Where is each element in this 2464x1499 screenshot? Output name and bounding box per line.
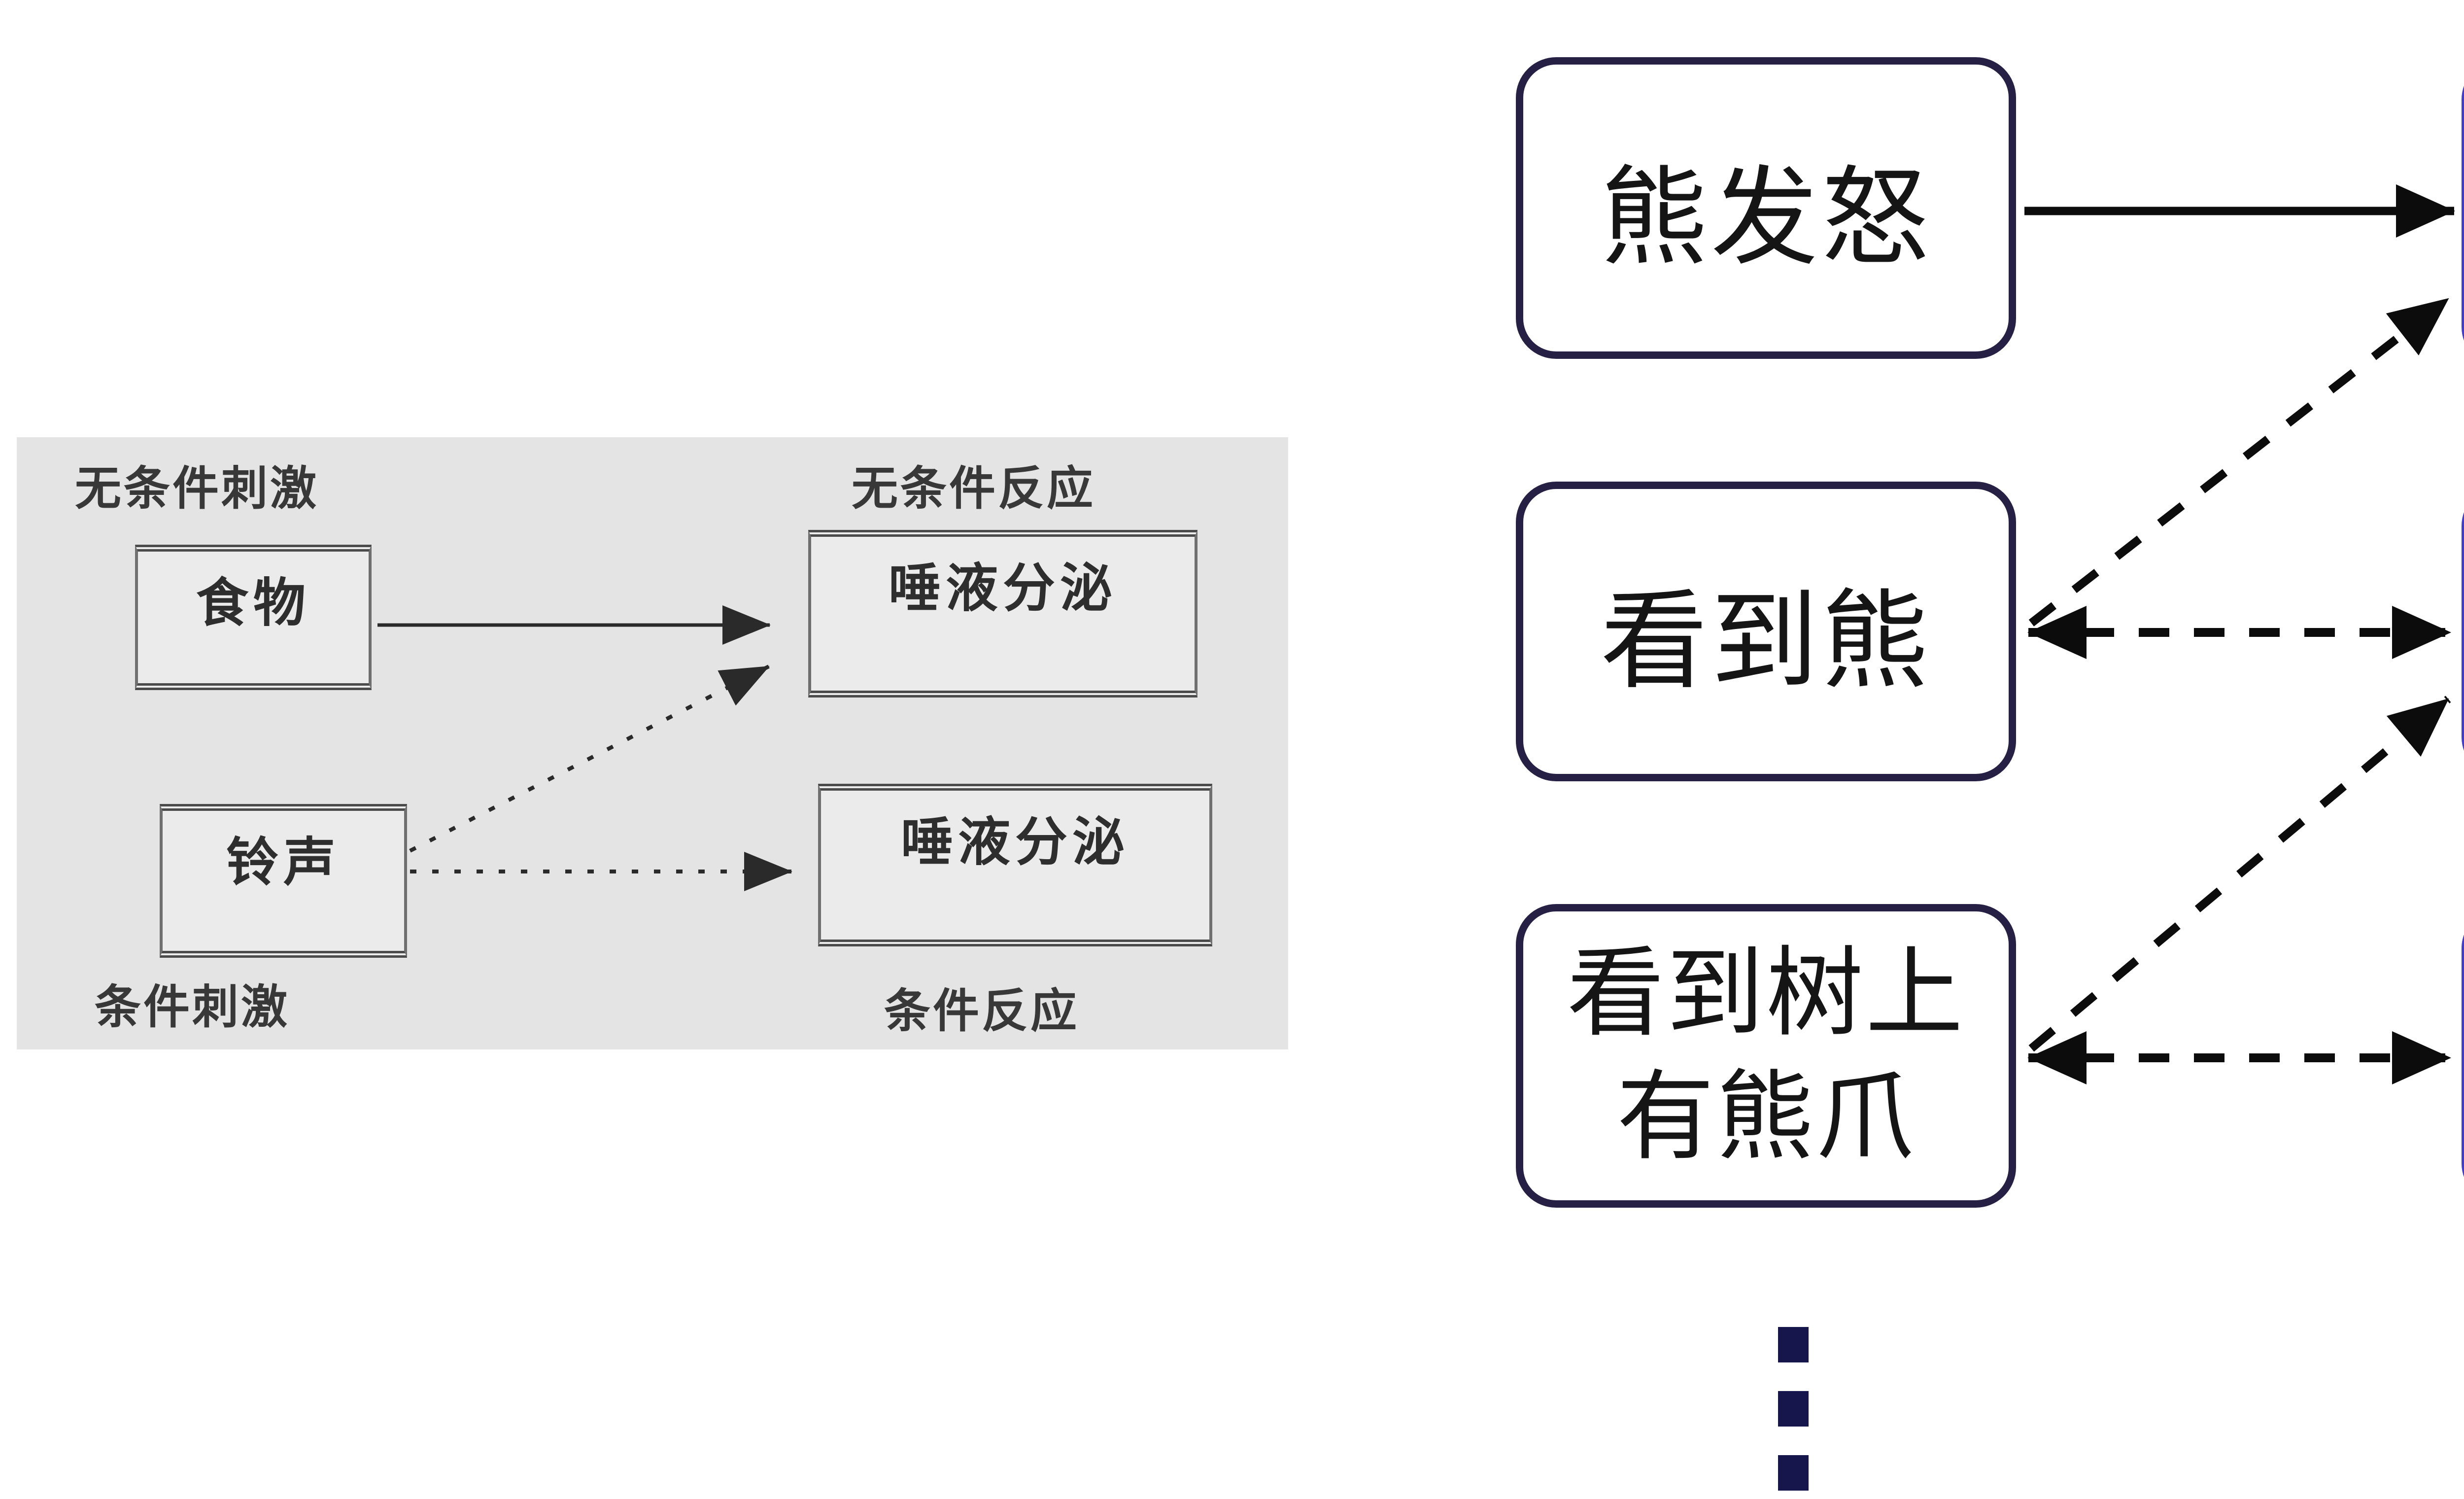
dot — [1778, 1391, 1809, 1427]
arrow-seebear-to-reward-dashed — [2028, 295, 2451, 627]
label-unconditioned-stimulus: 无条件刺激 — [75, 462, 319, 514]
see-claws-line1: 看到树上 — [1567, 940, 1965, 1048]
reward-box: 奖励 — [2462, 59, 2464, 367]
food-box: 食物 — [135, 545, 372, 690]
bear-angry-box: 熊发怒 — [1516, 57, 2016, 359]
value-next-state-box: V(s′) — [2462, 486, 2464, 777]
salivation-top-box: 唾液分泌 — [808, 530, 1198, 697]
see-claws-label: 看到树上有熊爪 — [1567, 932, 1965, 1180]
arrow-claws-to-vsprime-dashed — [2028, 696, 2451, 1052]
see-bear-label: 看到熊 — [1600, 583, 1932, 702]
label-conditioned-stimulus: 条件刺激 — [95, 981, 290, 1033]
label-unconditioned-response: 无条件反应 — [852, 462, 1096, 514]
salivation-bottom-box: 唾液分泌 — [818, 784, 1212, 946]
see-claws-box: 看到树上有熊爪 — [1516, 904, 2016, 1208]
dot — [1778, 1327, 1809, 1362]
bell-box: 铃声 — [160, 804, 407, 958]
see-bear-box: 看到熊 — [1516, 482, 2016, 781]
bear-angry-label: 熊发怒 — [1600, 160, 1932, 279]
value-state-box: V(s) — [2462, 908, 2464, 1204]
pavlov-conditioning-panel: 无条件刺激 无条件反应 条件刺激 条件反应 食物 唾液分泌 铃声 唾液分泌 — [17, 437, 1288, 1049]
see-claws-line2: 有熊爪 — [1616, 1064, 1916, 1172]
ellipsis-left — [1778, 1327, 1809, 1499]
label-conditioned-response: 条件反应 — [884, 985, 1080, 1037]
dot — [1778, 1455, 1809, 1491]
